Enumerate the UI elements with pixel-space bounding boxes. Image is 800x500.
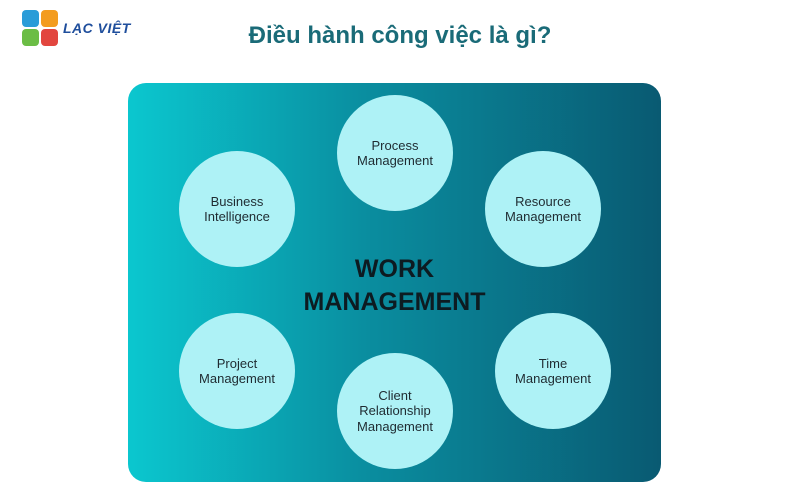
center-label-line2: MANAGEMENT (303, 288, 486, 316)
logo-square-red (41, 29, 58, 46)
logo-square-orange (41, 10, 58, 27)
node-business-intelligence: Business Intelligence (179, 151, 295, 267)
brand-name: LẠC VIỆT (63, 20, 131, 36)
node-project-management: Project Management (179, 313, 295, 429)
logo-square-green (22, 29, 39, 46)
center-label-line1: WORK (354, 255, 435, 283)
node-process-management: Process Management (337, 95, 453, 211)
node-time-management: Time Management (495, 313, 611, 429)
diagram-panel: WORK MANAGEMENT Process Management Resou… (128, 83, 661, 482)
node-label: Client Relationship Management (357, 387, 433, 434)
node-label: Resource Management (505, 193, 581, 225)
node-label: Project Management (199, 355, 275, 387)
node-label: Time Management (515, 355, 591, 387)
node-label: Business Intelligence (204, 193, 270, 225)
logo-square-blue (22, 10, 39, 27)
brand-logo: LẠC VIỆT (22, 10, 131, 46)
brand-logo-icon (22, 10, 58, 46)
node-resource-management: Resource Management (485, 151, 601, 267)
center-label: WORK MANAGEMENT (128, 253, 661, 319)
node-client-relationship-management: Client Relationship Management (337, 353, 453, 469)
page-title: Điều hành công việc là gì? (248, 22, 552, 49)
node-label: Process Management (357, 137, 433, 169)
